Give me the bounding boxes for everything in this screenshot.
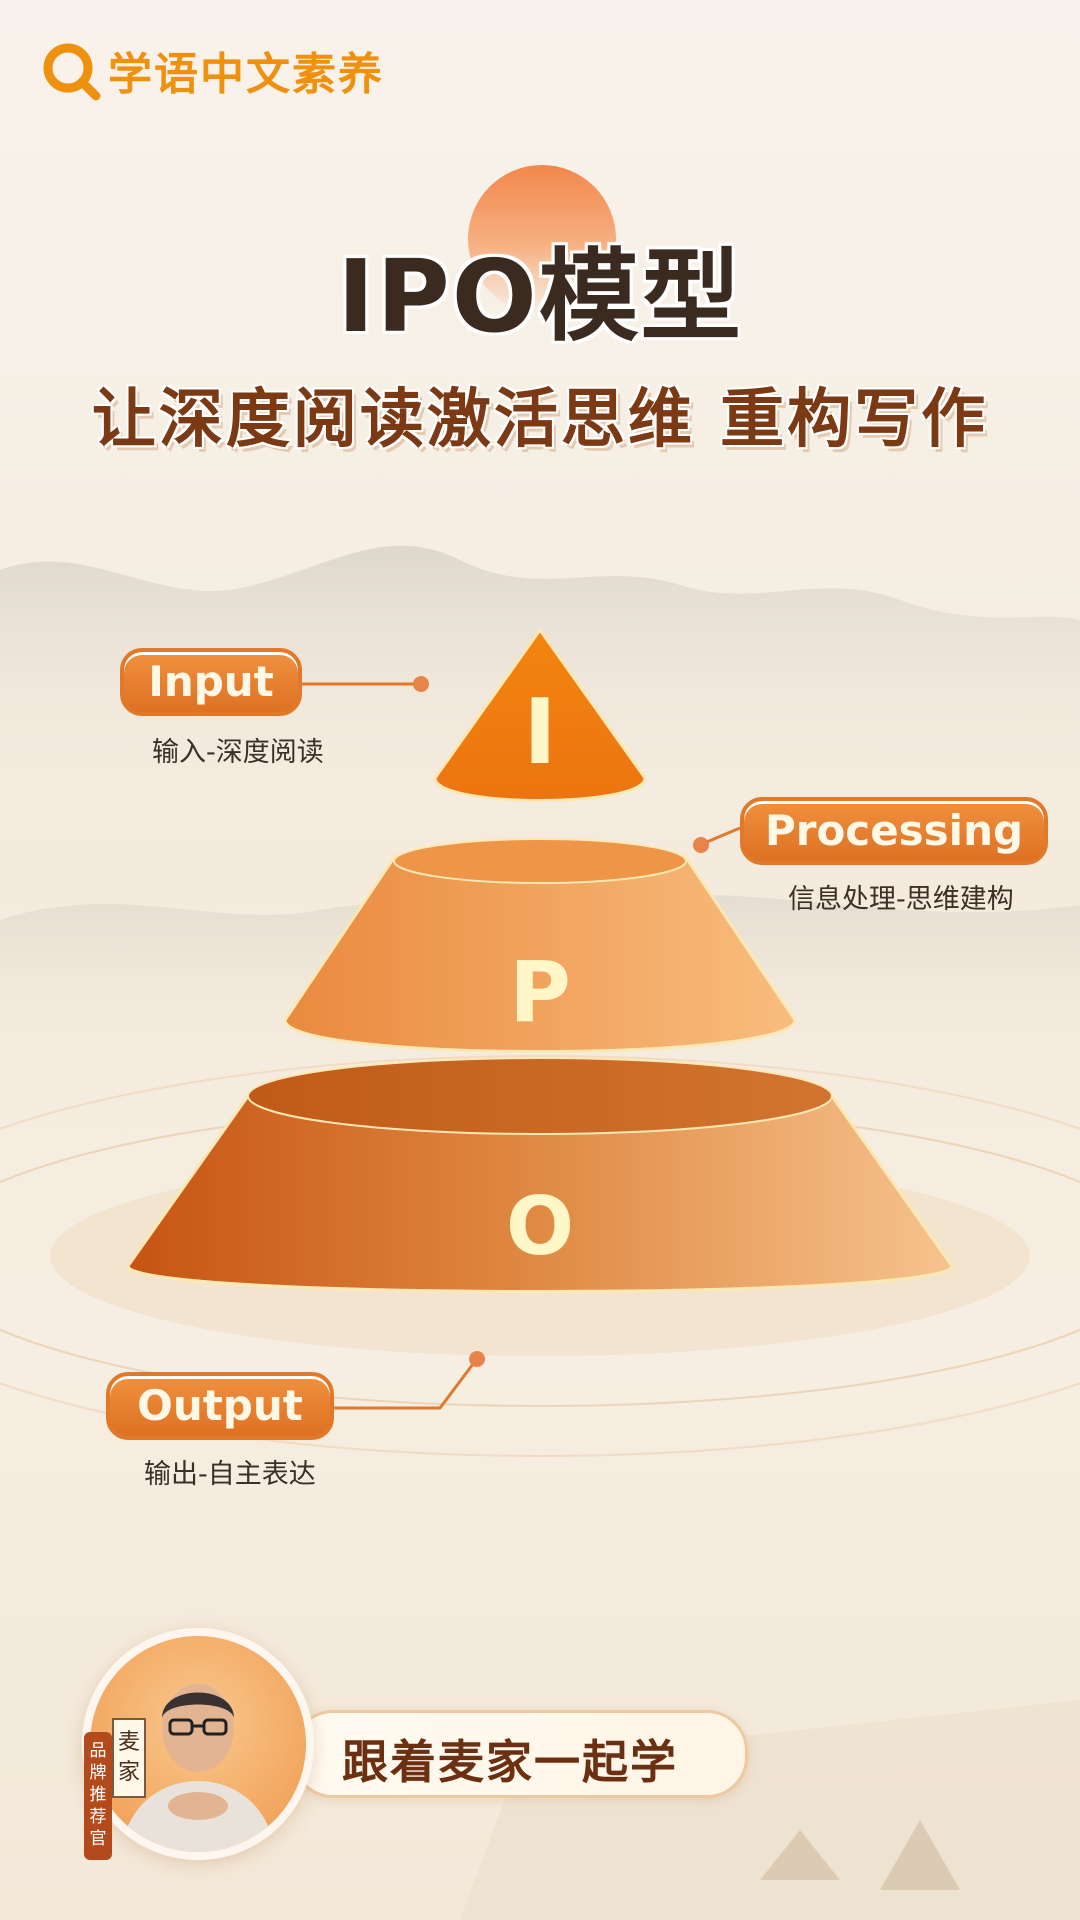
person-icon [120, 1684, 276, 1852]
sun-decoration [468, 165, 616, 313]
input-description: 输入-深度阅读 [152, 737, 324, 768]
recommender-name: 麦家 [112, 1718, 146, 1798]
search-icon [43, 43, 101, 101]
processing-tag: Processing [740, 797, 1048, 865]
brand-logo: 学语中文素养 [40, 38, 384, 102]
input-tag: Input [120, 648, 302, 716]
page-title: IPO模型 [337, 238, 743, 355]
output-tag: Output [106, 1372, 334, 1440]
page-subtitle: 让深度阅读激活思维 重构写作 [91, 383, 989, 457]
brand-name: 学语中文素养 [108, 49, 384, 100]
recommender-badge: 品牌推荐官 [84, 1732, 112, 1860]
pyramid-letter-output: O [505, 1180, 574, 1273]
slogan-text: 跟着麦家一起学 [342, 1735, 678, 1789]
pyramid-letter-input: I [523, 680, 557, 785]
processing-description: 信息处理-思维建构 [788, 884, 1014, 915]
output-description: 输出-自主表达 [144, 1459, 316, 1490]
pyramid-letter-processing: P [509, 943, 571, 1041]
